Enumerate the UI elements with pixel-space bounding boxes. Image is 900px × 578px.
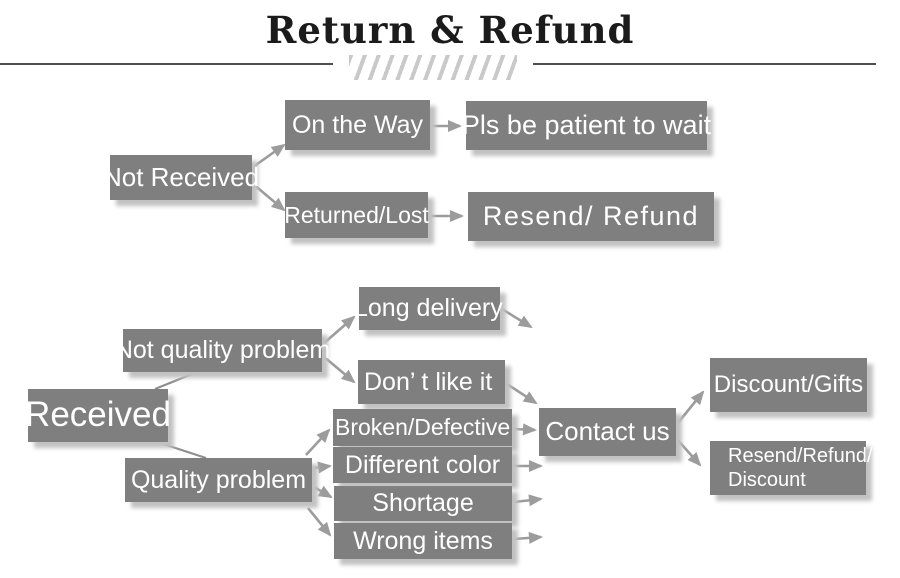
node-label: Don’ t like it: [364, 367, 493, 396]
node-long-delivery: Long delivery: [354, 287, 503, 330]
node-label: Different color: [344, 450, 501, 479]
node-label: Not Received: [102, 161, 260, 192]
node-shortage: Shortage: [334, 486, 512, 521]
node-different-color: Different color: [333, 447, 512, 483]
node-not-quality-problem: Not quality problem: [115, 329, 330, 372]
node-label: Discount/Gifts: [713, 371, 864, 399]
node-on-the-way: On the Way: [285, 100, 430, 150]
node-returned-lost: Returned/Lost: [284, 192, 429, 238]
node-label: Pls be patient to wait: [461, 110, 712, 141]
node-label: Resend/ Refund: [482, 201, 700, 232]
node-quality-problem: Quality problem: [125, 458, 312, 502]
node-received: Received: [25, 389, 171, 442]
node-label: Wrong items: [353, 526, 493, 555]
node-label: Broken/Defective: [335, 414, 511, 441]
node-label: Received: [25, 395, 171, 435]
node-label: Quality problem: [130, 465, 307, 494]
node-label-line-1: Resend/Refund/: [728, 445, 873, 467]
node-label-line-2: Discount: [728, 469, 806, 491]
divider-line-left: [0, 63, 333, 65]
node-label: Not quality problem: [114, 336, 331, 365]
node-pls-be-patient: Pls be patient to wait: [462, 101, 711, 150]
divider-line-right: [533, 63, 876, 65]
node-contact-us: Contact us: [539, 408, 676, 456]
node-dont-like-it: Don’ t like it: [358, 360, 505, 404]
node-resend-refund: Resend/ Refund: [468, 192, 714, 241]
hatch-marks: [349, 55, 517, 80]
node-label: On the Way: [291, 110, 424, 139]
page-title: Return & Refund: [265, 8, 635, 52]
node-label: Shortage: [372, 489, 474, 518]
node-broken-defective: Broken/Defective: [333, 409, 512, 446]
node-label: Long delivery: [354, 294, 503, 323]
node-discount-gifts: Discount/Gifts: [710, 358, 867, 412]
node-label: Contact us: [545, 416, 670, 447]
node-label: Returned/Lost: [284, 201, 429, 228]
node-resend-refund-discount: Resend/Refund/ Discount: [710, 441, 873, 495]
node-not-received: Not Received: [103, 155, 259, 200]
node-wrong-items: Wrong items: [334, 523, 512, 559]
